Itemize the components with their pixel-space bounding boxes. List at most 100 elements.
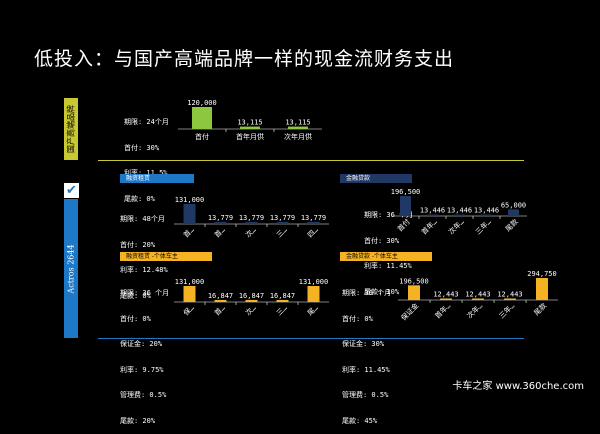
actros-tab: Actros 2644 (64, 199, 78, 338)
tick-label: 三年… (497, 301, 516, 320)
tick-label: 三… (275, 226, 289, 240)
panel-4-header: 金融贷款 -个体车主 (340, 252, 432, 261)
tick-label: 四… (306, 226, 320, 240)
info-line: 首付: 30% (124, 143, 160, 152)
bar (536, 278, 548, 300)
panel-2-chart: 196,500首付13,446首年…13,446次年…13,446三年…65,0… (391, 188, 527, 236)
domestic-brand-label: 国产高端品牌 (66, 105, 76, 153)
bar (454, 214, 465, 216)
tick-label: 次… (243, 303, 257, 317)
panel-1-header: 融资租赁 (120, 174, 194, 183)
panel-0-chart: 120,000 首付 13,115 首年月供 13,115 次年月供 (178, 99, 322, 141)
bar (245, 221, 258, 224)
bar (183, 204, 196, 224)
data-label: 294,750 (527, 270, 557, 278)
bar (192, 107, 212, 129)
domestic-brand-tab: 国产高端品牌 (64, 98, 78, 160)
info-line: 保证金: 20% (120, 340, 163, 348)
data-label: 13,115 (237, 119, 262, 127)
data-label: 196,500 (399, 277, 429, 285)
checkbox-icon: ✔ (64, 183, 79, 198)
bar (427, 214, 438, 216)
info-line: 期限: 48个月 (120, 215, 165, 223)
bar (288, 126, 308, 129)
bar (276, 299, 289, 302)
data-label: 12,443 (433, 291, 458, 299)
data-label: 131,000 (175, 278, 205, 286)
info-line: 首付: 0% (342, 314, 373, 323)
info-line: 利率: 11.45% (364, 262, 412, 270)
data-label: 13,446 (420, 207, 445, 215)
tick-label: 首… (181, 225, 195, 239)
panel-3-info: 期限: 36 个月 首付: 0% 保证金: 20% 利率: 9.75% 管理费:… (120, 272, 169, 434)
tick-label: 首付 (195, 132, 209, 141)
info-line: 利率: 11.5% (124, 169, 168, 177)
tick-label: 首… (212, 303, 226, 317)
panel-3-header: 融资租赁 -个体车主 (120, 252, 212, 261)
bar (481, 214, 492, 216)
data-label: 13,779 (301, 214, 326, 222)
info-line: 尾款: 0% (124, 194, 155, 203)
tick-label: 尾款 (503, 217, 519, 233)
actros-divider (98, 338, 524, 339)
panel-3-chart: 131,000 保… 16,847 首… 16,847 次… 16,847 三… 131,000… (174, 278, 329, 318)
info-line: 首付: 30% (364, 236, 400, 245)
tick-label: 尾… (306, 304, 320, 318)
info-line: 尾款: 10% (364, 287, 400, 296)
info-line: 首付: 20% (120, 240, 156, 249)
data-label: 120,000 (187, 99, 217, 107)
info-line: 利率: 11.45% (342, 365, 390, 374)
data-label: 131,000 (175, 196, 205, 204)
data-label: 16,847 (239, 292, 264, 300)
bar (183, 286, 196, 302)
data-label: 13,446 (447, 207, 472, 215)
bar (276, 221, 289, 224)
data-label: 16,847 (270, 292, 295, 300)
info-line: 保证金: 30% (342, 340, 385, 348)
tick-label: 三… (275, 304, 289, 318)
bar (400, 196, 411, 216)
bar (240, 126, 260, 129)
tick-label: 首年… (433, 301, 452, 320)
tick-label: 首付 (395, 217, 411, 233)
info-line: 期限: 24个月 (124, 118, 169, 126)
page-title: 低投入：与国产高端品牌一样的现金流财务支出 (34, 48, 455, 70)
panel-0-info: 期限: 24个月 首付: 30% 利率: 11.5% 尾款: 0% (124, 101, 169, 212)
tick-label: 次年月供 (284, 132, 312, 141)
domestic-divider (98, 160, 524, 161)
data-label: 13,115 (285, 119, 310, 127)
tick-label: 次… (243, 225, 257, 239)
info-line: 期限: 36 个月 (120, 289, 170, 297)
data-label: 196,500 (391, 188, 421, 196)
panel-4-chart: 196,500保证金12,443首年…12,443次年…12,443三年…294… (398, 270, 558, 322)
bar (214, 299, 227, 302)
info-line: 期限: 36 个月 (342, 289, 392, 297)
bar (504, 298, 516, 300)
info-line: 利率: 12.48% (120, 266, 168, 274)
bar (307, 286, 320, 302)
bar (245, 299, 258, 302)
tick-label: 三年… (473, 217, 492, 236)
tick-label: 尾款 (532, 301, 548, 317)
data-label: 131,000 (299, 278, 329, 286)
tick-label: 首年月供 (236, 132, 264, 141)
bar (508, 209, 519, 216)
info-line: 尾款: 0% (120, 291, 151, 300)
tick-label: 保… (181, 303, 195, 317)
data-label: 13,446 (474, 207, 499, 215)
data-label: 16,847 (208, 292, 233, 300)
tick-label: 首… (212, 225, 226, 239)
data-label: 13,779 (208, 214, 233, 222)
panel-2-header: 金融贷款 (340, 174, 412, 183)
info-line: 尾款: 20% (120, 416, 156, 425)
data-label: 13,779 (270, 214, 295, 222)
data-label: 12,443 (465, 291, 490, 299)
data-label: 65,000 (501, 201, 526, 209)
tick-label: 次年… (446, 217, 465, 236)
data-label: 13,779 (239, 214, 264, 222)
info-line: 管理费: 0.5% (342, 391, 389, 399)
watermark: 卡车之家 www.360che.com (452, 381, 584, 392)
panel-1-chart: 131,000 首… 13,779 首… 13,779 次… 13,779 三… 13,779 四… (174, 196, 329, 240)
panel-1-info: 期限: 48个月 首付: 20% 利率: 12.48% 尾款: 0% (120, 198, 168, 309)
tick-label: 首年… (419, 217, 438, 236)
